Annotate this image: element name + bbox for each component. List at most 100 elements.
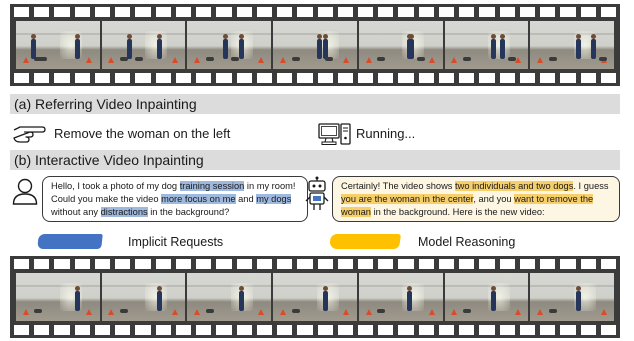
video-frame [101, 273, 186, 321]
frame-dog [377, 309, 386, 313]
frame-person [156, 291, 162, 311]
sprocket-hole [256, 7, 273, 17]
sprocket-hole [540, 325, 556, 335]
sprocket-hole [580, 7, 596, 17]
output-video-filmstrip [10, 256, 620, 338]
sprocket-hole [216, 259, 232, 269]
sprocket-hole [216, 7, 232, 17]
sprocket-hole [155, 325, 171, 335]
sprocket-hole [357, 73, 374, 83]
message-text: in the background? [147, 207, 230, 217]
frame-person [126, 39, 132, 59]
message-text: in the background. Here is the new video… [370, 207, 545, 217]
section-title-interactive: (b) Interactive Video Inpainting [10, 150, 620, 170]
sprocket-hole [337, 325, 353, 335]
frame-wall-line [16, 33, 100, 36]
sprocket-hole [196, 73, 212, 83]
highlighted-phrase: two individuals and two dogs [455, 181, 574, 191]
legend-swatch-implicit [37, 234, 103, 249]
frame-cone [429, 57, 436, 63]
frame-person-head [407, 286, 413, 291]
sprocket-hole [600, 73, 617, 83]
frame-person [491, 39, 497, 59]
sprocket-hole [155, 7, 171, 17]
sprocket-hole [94, 73, 111, 83]
highlighted-phrase: distractions [100, 207, 148, 217]
frame-dog [548, 57, 557, 61]
sprocket-hole [216, 325, 232, 335]
frame-dog [463, 57, 471, 61]
sprocket-hole [378, 259, 394, 269]
sprocket-hole [418, 7, 434, 17]
frame-dog [463, 309, 471, 313]
video-frame [187, 273, 272, 321]
frame-dog [377, 57, 386, 61]
video-frame [358, 21, 443, 69]
sprocket-holes-bottom [10, 73, 620, 83]
sprocket-hole [54, 259, 70, 269]
frame-glare [402, 283, 425, 311]
sprocket-hole [317, 325, 333, 335]
sprocket-hole [337, 73, 353, 83]
frame-person-head [316, 34, 322, 39]
sprocket-hole [499, 259, 515, 269]
sprocket-hole [94, 7, 111, 17]
frame-cone [172, 309, 179, 315]
video-frame [273, 21, 357, 69]
sprocket-hole [580, 325, 596, 335]
sprocket-hole [600, 259, 617, 269]
sprocket-hole [115, 7, 131, 17]
message-text: , and you [473, 194, 515, 204]
sprocket-hole [580, 73, 596, 83]
frame-wall-line [444, 285, 529, 288]
sprocket-hole [256, 259, 273, 269]
sprocket-hole [14, 73, 30, 83]
model-message-bubble: Certainly! The video shows two individua… [332, 176, 620, 222]
sprocket-hole [175, 7, 192, 17]
frame-person-head [491, 34, 497, 39]
frame-cone [600, 309, 607, 315]
frame-person-head [409, 34, 415, 39]
sprocket-hole [277, 7, 293, 17]
status-text: Running... [356, 126, 416, 141]
sprocket-hole [216, 73, 232, 83]
sprocket-hole [499, 325, 515, 335]
sprocket-hole [418, 325, 434, 335]
sprocket-hole [438, 73, 455, 83]
sprocket-hole [519, 73, 536, 83]
frame-dog [120, 57, 129, 61]
frame-cone [514, 57, 521, 63]
sprocket-hole [54, 325, 70, 335]
frame-cone [257, 57, 264, 63]
sprocket-hole [560, 73, 576, 83]
sprocket-hole [54, 73, 70, 83]
sprocket-hole [135, 73, 151, 83]
video-frame [16, 273, 100, 321]
sprocket-hole [459, 7, 475, 17]
sprocket-hole [196, 259, 212, 269]
legend-label-implicit: Implicit Requests [128, 235, 224, 249]
frame-cone [451, 57, 458, 63]
frame-person-head [156, 34, 162, 39]
sprocket-hole [14, 259, 30, 269]
frame-dog [325, 57, 334, 61]
frame-person [499, 39, 505, 59]
video-frame [101, 21, 186, 69]
frame-dog [205, 309, 214, 313]
frame-person-head [126, 34, 132, 39]
frame-dog [417, 57, 426, 61]
frame-dog [291, 57, 300, 61]
video-frame [530, 21, 615, 69]
sprocket-hole [135, 7, 151, 17]
frame-cone [86, 309, 93, 315]
video-frames [16, 21, 615, 69]
sprocket-hole [560, 259, 576, 269]
sprocket-hole [297, 259, 313, 269]
frame-cone [343, 57, 350, 63]
frame-wall-line [444, 33, 529, 36]
frame-person-head [323, 286, 329, 291]
frame-person [407, 291, 413, 311]
frame-wall-line [358, 33, 443, 36]
frame-cone [279, 309, 286, 315]
sprocket-hole [14, 7, 30, 17]
